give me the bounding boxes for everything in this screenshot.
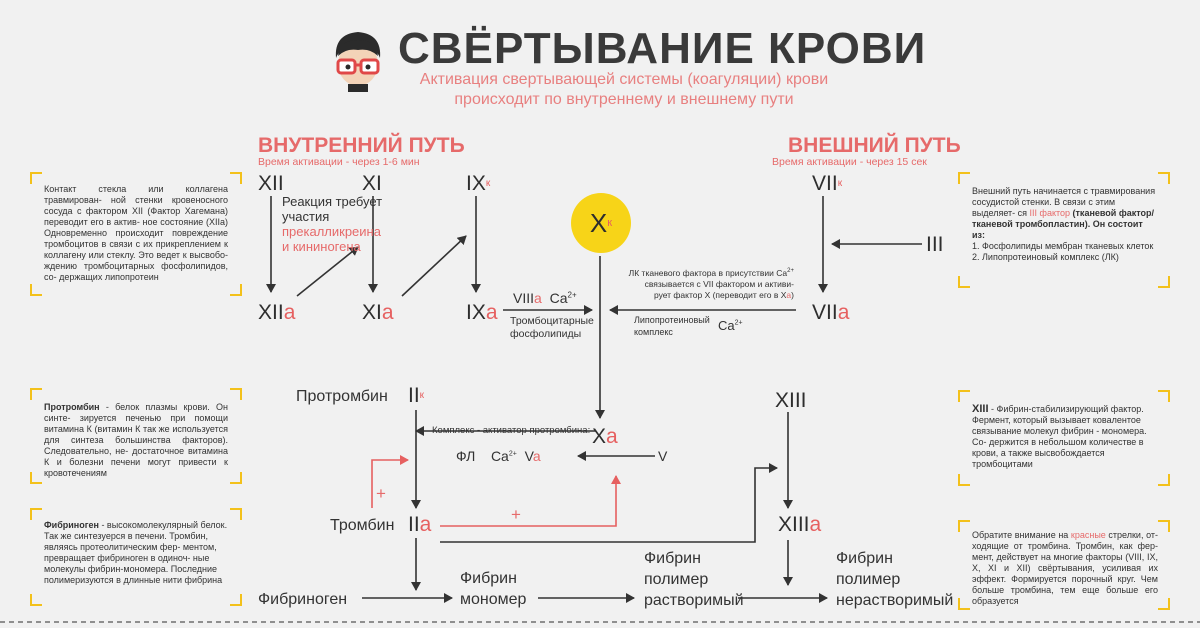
factor-x-circle: Xк <box>571 193 631 253</box>
reaction-note: Реакция требует участия прекалликреина и… <box>282 194 383 254</box>
ca-extrinsic-label: Ca2+ <box>718 318 743 333</box>
factor-viia: VIIa <box>812 301 850 324</box>
subtitle-line-1: Активация свертывающей системы (коагуляц… <box>419 71 829 88</box>
fl-ca-va-label: ФЛ Ca2+ Va <box>456 448 541 464</box>
subtitle-line-2: происходит по внутреннему и внешнему пут… <box>454 91 794 108</box>
red-arrow-iia-va <box>440 475 621 527</box>
factor-iia: IIa <box>408 513 432 536</box>
fibrin-soluble-label: Фибрин полимер растворимый <box>644 550 744 609</box>
factor-xiiia: XIIIa <box>778 513 822 536</box>
note-box-extrinsic: Внешний путь начинается с травмирования … <box>958 172 1170 288</box>
red-arrow-iia-ii <box>371 455 409 508</box>
prothrombin-label: Протромбин <box>296 388 388 405</box>
intrinsic-title: ВНУТРЕННИЙ ПУТЬ <box>258 134 465 157</box>
factor-xiia: XIIa <box>258 301 296 324</box>
plus-sign-2: + <box>511 505 521 524</box>
factor-ix: IXк <box>466 172 491 195</box>
factor-vii: VIIк <box>812 172 843 195</box>
mascot-avatar <box>326 28 390 92</box>
thrombin-label: Тромбин <box>330 517 395 534</box>
factor-xii: XII <box>258 172 284 195</box>
factor-v: V <box>658 448 668 464</box>
arrow-xiia-xi <box>296 246 359 297</box>
fibrinogen-label: Фибриноген <box>258 591 348 608</box>
lipoprotein-label: Липопротеиновый комплекс <box>634 315 710 337</box>
factor-xa: Xa <box>592 425 618 448</box>
platelet-phospholipids-label: Тромбоцитарные фосфолипиды <box>510 315 594 340</box>
factor-ixa: IXa <box>466 301 498 324</box>
factor-xi: XI <box>362 172 382 195</box>
fibrin-monomer-label: Фибрин мономер <box>460 570 527 608</box>
fibrin-insoluble-label: Фибрин полимер нерастворимый <box>836 550 954 609</box>
page-subtitle: Активация свертывающей системы (коагуляц… <box>400 70 848 110</box>
extrinsic-subtitle: Время активации - через 15 сек <box>772 156 927 168</box>
plus-sign-1: + <box>376 484 386 503</box>
viiia-ca-label: VIIIa Ca2+ <box>513 290 577 306</box>
lk-note: ЛК тканевого фактора в присутствии Ca2+ … <box>628 267 794 300</box>
arrow-iia-xiii <box>440 463 778 543</box>
factor-xiii: XIII <box>775 389 807 412</box>
note-box-fibrinogen: Фибриноген - высокомолекулярный белок. Т… <box>30 508 242 606</box>
note-box-contact: Контакт стекла или коллагена травмирован… <box>30 172 242 296</box>
factor-ii: IIк <box>408 384 425 407</box>
prothrombin-activator-label: Комплекс - активатор протромбина: <box>432 425 591 436</box>
note-box-prothrombin: Протромбин - белок плазмы крови. Он синт… <box>30 388 242 484</box>
note-box-thrombin: Обратите внимание на красные стрелки, от… <box>958 520 1170 610</box>
extrinsic-title: ВНЕШНИЙ ПУТЬ <box>788 134 961 157</box>
factor-iii: III <box>926 233 944 256</box>
factor-xia: XIa <box>362 301 394 324</box>
page-title: СВЁРТЫВАНИЕ КРОВИ <box>398 24 927 73</box>
note-box-xiii: XIII - Фибрин-стабилизирующий фактор. Фе… <box>958 390 1170 486</box>
arrow-xia-ix <box>401 235 467 297</box>
intrinsic-subtitle: Время активации - через 1-6 мин <box>258 156 420 168</box>
